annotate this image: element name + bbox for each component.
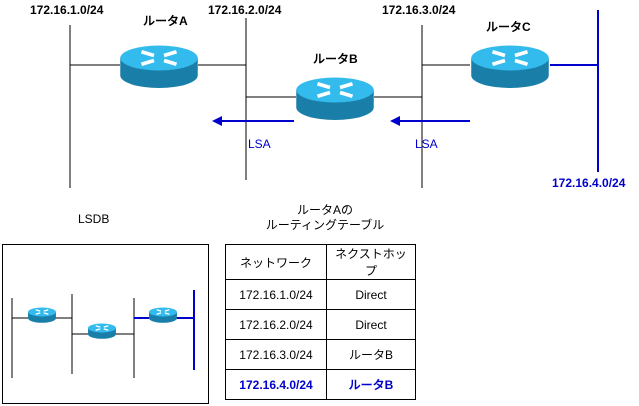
cell-network: 172.16.1.0/24 bbox=[225, 279, 327, 310]
lsdb-panel bbox=[2, 244, 209, 404]
table-row: 172.16.2.0/24 Direct bbox=[225, 309, 416, 340]
table-row: 172.16.1.0/24 Direct bbox=[225, 279, 416, 310]
network-label-net4: 172.16.4.0/24 bbox=[552, 176, 626, 190]
column-header-network: ネットワーク bbox=[225, 244, 327, 280]
router-label-b: ルータB bbox=[313, 52, 358, 66]
lsa-arrowhead-1 bbox=[212, 116, 222, 126]
lsa-label-2: LSA bbox=[415, 137, 438, 151]
cell-next-hop: ルータB bbox=[326, 369, 416, 400]
routing-table: ネットワーク ネクストホップ 172.16.1.0/24 Direct 172.… bbox=[225, 244, 416, 400]
router-label-c: ルータC bbox=[486, 20, 531, 34]
lsdb-title: LSDB bbox=[78, 212, 110, 226]
cell-next-hop: Direct bbox=[326, 279, 416, 310]
lsa-label-1: LSA bbox=[248, 137, 271, 151]
router-label-a: ルータA bbox=[143, 14, 188, 28]
routing-table-title: ルータAの ルーティングテーブル bbox=[250, 203, 400, 233]
cell-network: 172.16.3.0/24 bbox=[225, 339, 327, 370]
network-label-net2: 172.16.2.0/24 bbox=[208, 3, 282, 17]
table-row-highlighted: 172.16.4.0/24 ルータB bbox=[225, 369, 416, 400]
cell-network: 172.16.4.0/24 bbox=[225, 369, 327, 400]
cell-next-hop: ルータB bbox=[326, 339, 416, 370]
cell-next-hop: Direct bbox=[326, 309, 416, 340]
network-label-net1: 172.16.1.0/24 bbox=[30, 3, 104, 17]
cell-network: 172.16.2.0/24 bbox=[225, 309, 327, 340]
routing-table-title-line2: ルーティングテーブル bbox=[265, 218, 385, 232]
column-header-next-hop: ネクストホップ bbox=[326, 244, 416, 280]
lsa-arrowhead-2 bbox=[390, 116, 400, 126]
table-row: 172.16.3.0/24 ルータB bbox=[225, 339, 416, 370]
router-c-icon bbox=[469, 43, 551, 90]
network-label-net3: 172.16.3.0/24 bbox=[382, 3, 456, 17]
router-a-icon bbox=[118, 43, 200, 90]
table-header-row: ネットワーク ネクストホップ bbox=[225, 244, 416, 280]
router-b-icon bbox=[294, 75, 376, 122]
routing-table-title-line1: ルータAの bbox=[296, 203, 353, 217]
